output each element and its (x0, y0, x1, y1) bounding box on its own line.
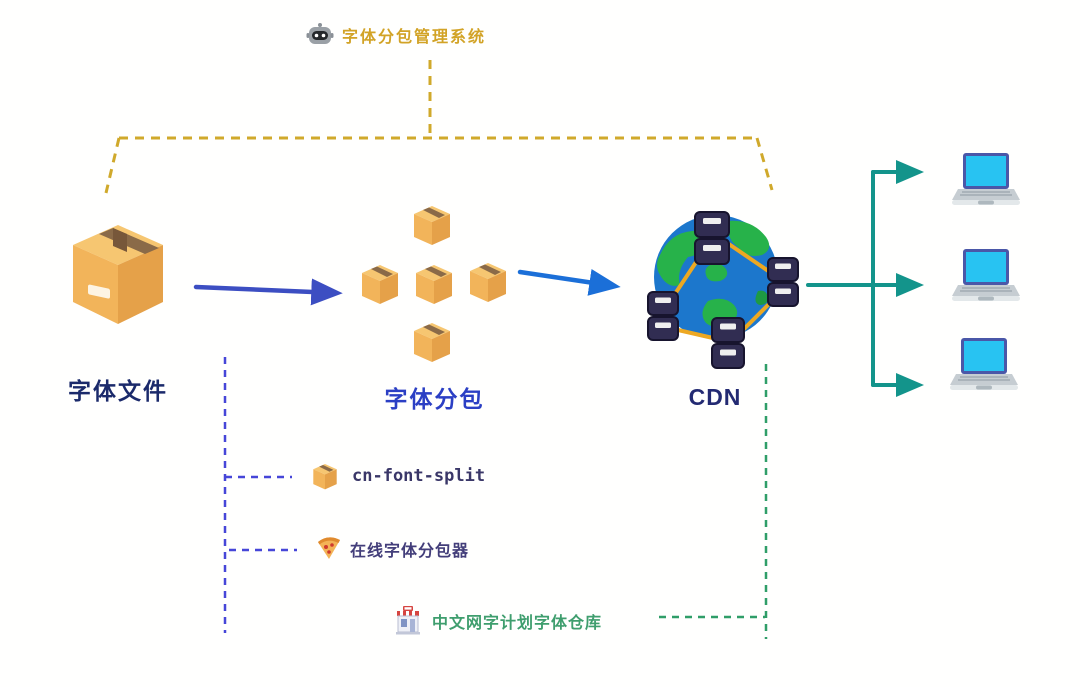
package-box-icon (73, 225, 163, 324)
laptop-icon (950, 338, 1018, 390)
arrow-file-to-subsets (193, 278, 343, 306)
pizza-icon (318, 537, 340, 559)
repo-dashed-connector (659, 364, 768, 639)
arrow-cdn-to-clients (806, 160, 924, 397)
small-box-icon (470, 263, 506, 302)
small-box-icon (416, 265, 452, 304)
laptop-screen (966, 156, 1006, 186)
robot-icon (306, 23, 334, 44)
manager-dashed-connector (104, 60, 774, 194)
font-file-label: 字体文件 (68, 378, 168, 404)
globe-servers-icon (647, 211, 799, 369)
cdn-servers (647, 211, 799, 369)
globe-land (657, 220, 770, 327)
small-box-icon (414, 206, 450, 245)
diagram-title: 字体分包管理系统 (342, 29, 487, 46)
package-icon (313, 464, 337, 490)
annotation-online-splitter: 在线字体分包器 (350, 543, 470, 560)
annotation-font-repository: 中文网字计划字体仓库 (432, 615, 603, 632)
cdn-label: CDN (688, 384, 742, 410)
arrow-subsets-to-cdn (517, 269, 621, 296)
laptop-screen (964, 341, 1004, 371)
store-icon (396, 606, 420, 635)
font-subsets-label: 字体分包 (384, 386, 485, 412)
annotation-cn-font-split: cn-font-split (352, 466, 486, 486)
tools-dashed-connector (223, 357, 297, 633)
laptop-icon (952, 153, 1020, 205)
small-box-icon (414, 323, 450, 362)
small-box-icon (362, 265, 398, 304)
laptop-icon (952, 249, 1020, 301)
laptop-screen (966, 252, 1006, 282)
